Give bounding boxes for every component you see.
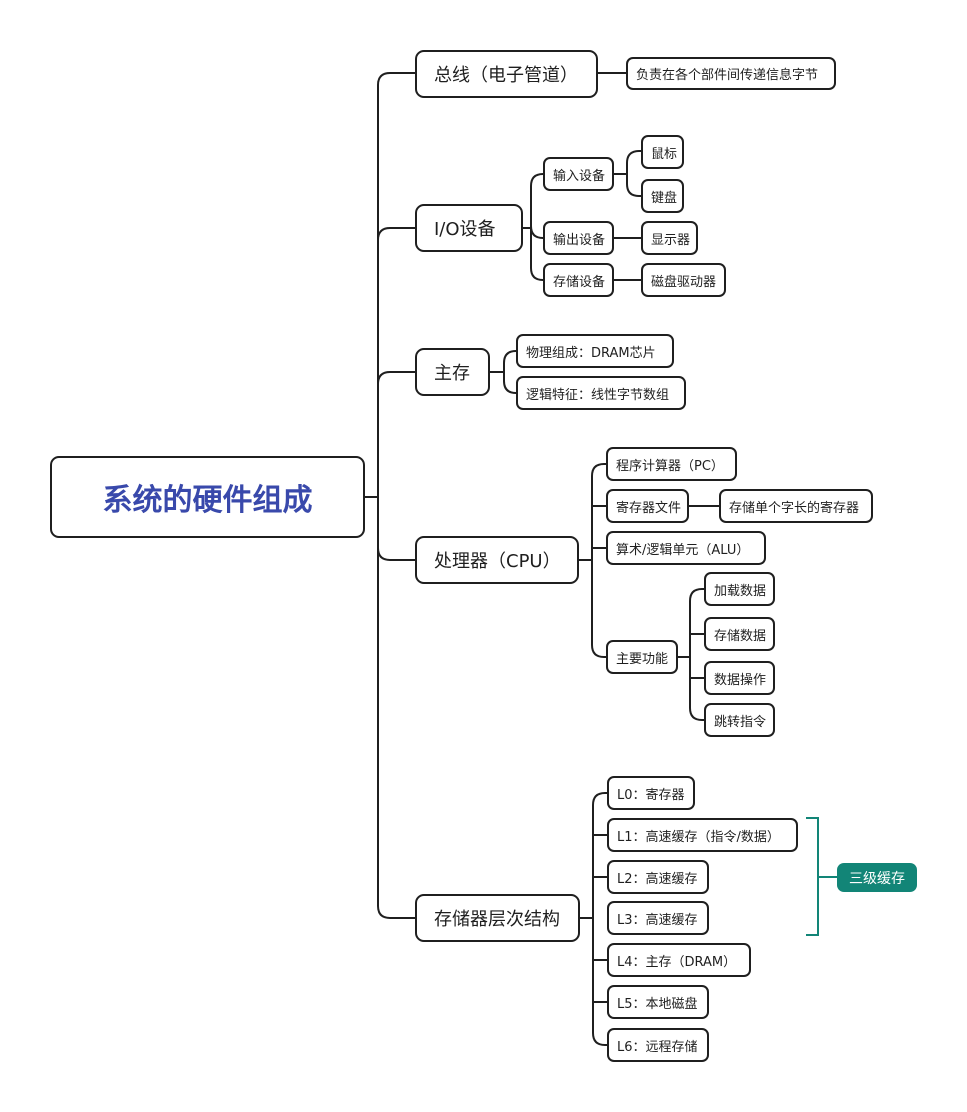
root-topic[interactable]: 系统的硬件组成 <box>50 456 365 538</box>
subtopic-l6[interactable]: L6：远程存储 <box>607 1028 709 1062</box>
subtopic-register-file[interactable]: 寄存器文件 <box>606 489 689 523</box>
subtopic-store[interactable]: 存储数据 <box>704 617 775 651</box>
topic-main-memory[interactable]: 主存 <box>415 348 490 396</box>
subtopic-pc[interactable]: 程序计算器（PC） <box>606 447 737 481</box>
subtopic-jump[interactable]: 跳转指令 <box>704 703 775 737</box>
subtopic-disk-drive[interactable]: 磁盘驱动器 <box>641 263 726 297</box>
topic-memory-hierarchy[interactable]: 存储器层次结构 <box>415 894 580 942</box>
subtopic-register-file-desc[interactable]: 存储单个字长的寄存器 <box>719 489 873 523</box>
subtopic-keyboard[interactable]: 键盘 <box>641 179 684 213</box>
subtopic-l3[interactable]: L3：高速缓存 <box>607 901 709 935</box>
subtopic-l5[interactable]: L5：本地磁盘 <box>607 985 709 1019</box>
subtopic-l1[interactable]: L1：高速缓存（指令/数据） <box>607 818 798 852</box>
subtopic-storage[interactable]: 存储设备 <box>543 263 614 297</box>
subtopic-l2[interactable]: L2：高速缓存 <box>607 860 709 894</box>
subtopic-l4[interactable]: L4：主存（DRAM） <box>607 943 751 977</box>
topic-bus[interactable]: 总线（电子管道） <box>415 50 598 98</box>
subtopic-input[interactable]: 输入设备 <box>543 157 614 191</box>
subtopic-l0[interactable]: L0：寄存器 <box>607 776 695 810</box>
subtopic-mouse[interactable]: 鼠标 <box>641 135 684 169</box>
subtopic-bus-desc[interactable]: 负责在各个部件间传递信息字节 <box>626 57 836 90</box>
subtopic-display[interactable]: 显示器 <box>641 221 698 255</box>
subtopic-logical[interactable]: 逻辑特征：线性字节数组 <box>516 376 686 410</box>
topic-cpu[interactable]: 处理器（CPU） <box>415 536 579 584</box>
topic-io[interactable]: I/O设备 <box>415 204 523 252</box>
subtopic-functions[interactable]: 主要功能 <box>606 640 678 674</box>
summary-label-cache[interactable]: 三级缓存 <box>837 863 917 892</box>
subtopic-operate[interactable]: 数据操作 <box>704 661 775 695</box>
subtopic-load[interactable]: 加载数据 <box>704 572 775 606</box>
subtopic-output[interactable]: 输出设备 <box>543 221 614 255</box>
subtopic-alu[interactable]: 算术/逻辑单元（ALU） <box>606 531 766 565</box>
subtopic-physical[interactable]: 物理组成：DRAM芯片 <box>516 334 674 368</box>
